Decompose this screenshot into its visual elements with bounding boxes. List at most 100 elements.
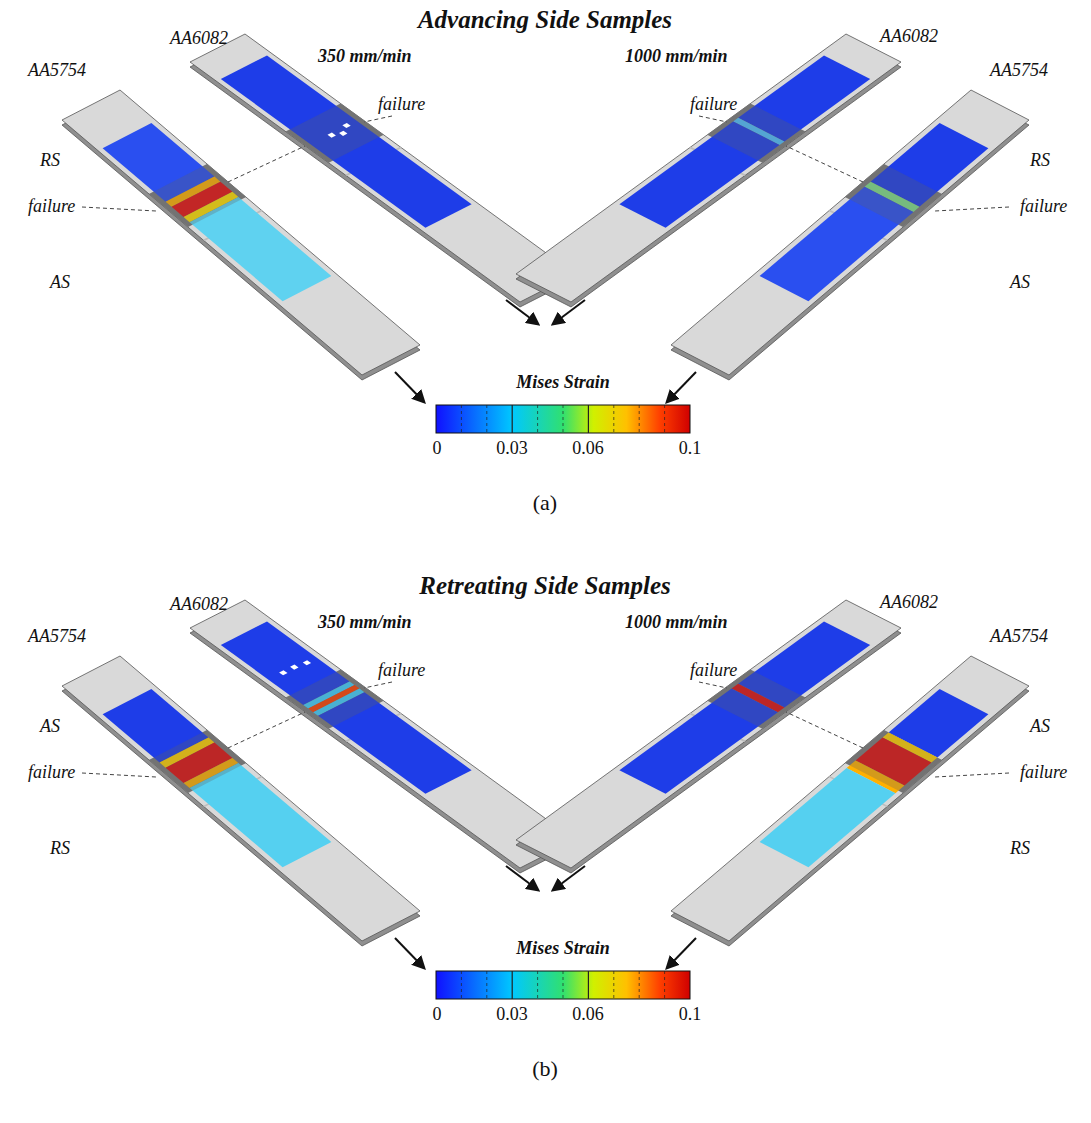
failure-label: failure xyxy=(1020,762,1067,783)
leader-line xyxy=(935,773,1009,777)
colorbar-tick xyxy=(486,405,487,433)
speed-label: 350 mm/min xyxy=(318,612,412,633)
specimen-strip xyxy=(190,34,575,302)
alloy-label: AA5754 xyxy=(28,626,86,647)
colorbar-tick xyxy=(664,971,665,999)
failure-dash-line xyxy=(786,146,863,182)
load-arrow xyxy=(395,938,424,968)
colorbar-tick xyxy=(588,405,589,433)
colorbar-tick xyxy=(664,405,665,433)
colorbar-tick xyxy=(537,405,538,433)
colorbar-ramp xyxy=(436,405,690,433)
panel-title: Retreating Side Samples xyxy=(419,572,670,601)
colorbar-value: 0 xyxy=(433,1004,442,1025)
load-arrow xyxy=(553,866,585,890)
leader-line xyxy=(82,773,156,777)
leader-line xyxy=(699,116,727,122)
load-arrow xyxy=(395,372,424,402)
speed-label: 1000 mm/min xyxy=(625,46,728,67)
load-arrow xyxy=(553,300,585,324)
colorbar-value: 0.06 xyxy=(572,1004,604,1025)
strain-map xyxy=(221,55,472,227)
strain-gap xyxy=(290,665,298,670)
load-arrow xyxy=(506,300,538,324)
panel-letter: (a) xyxy=(533,490,557,515)
alloy-label: AA6082 xyxy=(170,594,228,615)
weld-zone-overlay xyxy=(845,730,942,793)
weld-zone-overlay xyxy=(149,730,246,793)
failure-label: failure xyxy=(378,94,425,115)
specimen-strip xyxy=(671,90,1029,375)
right-specimens xyxy=(516,34,1029,402)
failure-dash-line xyxy=(228,712,305,748)
weld-zone-overlay xyxy=(149,164,246,227)
left-specimens xyxy=(62,34,575,402)
specimen-strip xyxy=(190,600,575,868)
colorbar-tick xyxy=(461,405,462,433)
side-label: RS xyxy=(1010,838,1030,859)
leader-line xyxy=(82,207,156,211)
colorbar-tick xyxy=(512,971,513,999)
colorbar-tick xyxy=(537,971,538,999)
weld-zone-overlay xyxy=(286,670,384,729)
leader-line xyxy=(364,682,392,688)
colorbar-tick xyxy=(486,971,487,999)
failure-label: failure xyxy=(690,660,737,681)
specimen-strip xyxy=(671,656,1029,941)
side-label: RS xyxy=(40,150,60,171)
side-label: RS xyxy=(50,838,70,859)
colorbar-tick xyxy=(588,971,589,999)
failure-label: failure xyxy=(1020,196,1067,217)
speed-label: 350 mm/min xyxy=(318,46,412,67)
side-label: AS xyxy=(40,716,60,737)
specimen-strip xyxy=(516,600,901,868)
colorbar-title: Mises Strain xyxy=(516,938,610,959)
colorbar-tick xyxy=(563,405,564,433)
weld-zone-overlay xyxy=(286,104,384,163)
side-label: AS xyxy=(1030,716,1050,737)
alloy-label: AA5754 xyxy=(28,60,86,81)
failure-label: failure xyxy=(28,196,75,217)
load-arrow xyxy=(667,938,696,968)
leader-line xyxy=(935,207,1009,211)
alloy-label: AA6082 xyxy=(880,592,938,613)
strain-gap xyxy=(339,131,347,136)
panel-title: Advancing Side Samples xyxy=(418,6,672,35)
colorbar-value: 0.06 xyxy=(572,438,604,459)
strain-gap xyxy=(303,660,311,665)
alloy-label: AA5754 xyxy=(990,626,1048,647)
failure-label: failure xyxy=(378,660,425,681)
colorbar-tick xyxy=(563,971,564,999)
colorbar xyxy=(436,405,690,433)
specimen-strip xyxy=(62,90,420,375)
colorbar-value: 0.03 xyxy=(496,438,528,459)
failure-dash-line xyxy=(786,712,863,748)
failure-label: failure xyxy=(28,762,75,783)
strain-gap xyxy=(279,670,287,675)
failure-dash-line xyxy=(228,146,305,182)
colorbar-tick xyxy=(461,971,462,999)
weld-zone-overlay xyxy=(845,164,942,227)
speed-label: 1000 mm/min xyxy=(625,612,728,633)
specimen-strip xyxy=(62,656,420,941)
side-label: RS xyxy=(1030,150,1050,171)
side-label: AS xyxy=(1010,272,1030,293)
colorbar-value: 0 xyxy=(433,438,442,459)
right-specimens xyxy=(516,600,1029,968)
colorbar-value: 0.1 xyxy=(679,438,702,459)
colorbar-tick xyxy=(639,971,640,999)
colorbar-title: Mises Strain xyxy=(516,372,610,393)
strain-gap xyxy=(328,133,336,138)
colorbar-tick xyxy=(613,405,614,433)
colorbar-tick xyxy=(512,405,513,433)
panel-letter: (b) xyxy=(532,1056,558,1081)
leader-line xyxy=(364,116,392,122)
alloy-label: AA6082 xyxy=(880,26,938,47)
left-specimens xyxy=(62,600,575,968)
colorbar-ramp xyxy=(436,971,690,999)
strain-gap xyxy=(342,123,350,128)
alloy-label: AA6082 xyxy=(170,28,228,49)
failure-label: failure xyxy=(690,94,737,115)
colorbar-tick xyxy=(613,971,614,999)
